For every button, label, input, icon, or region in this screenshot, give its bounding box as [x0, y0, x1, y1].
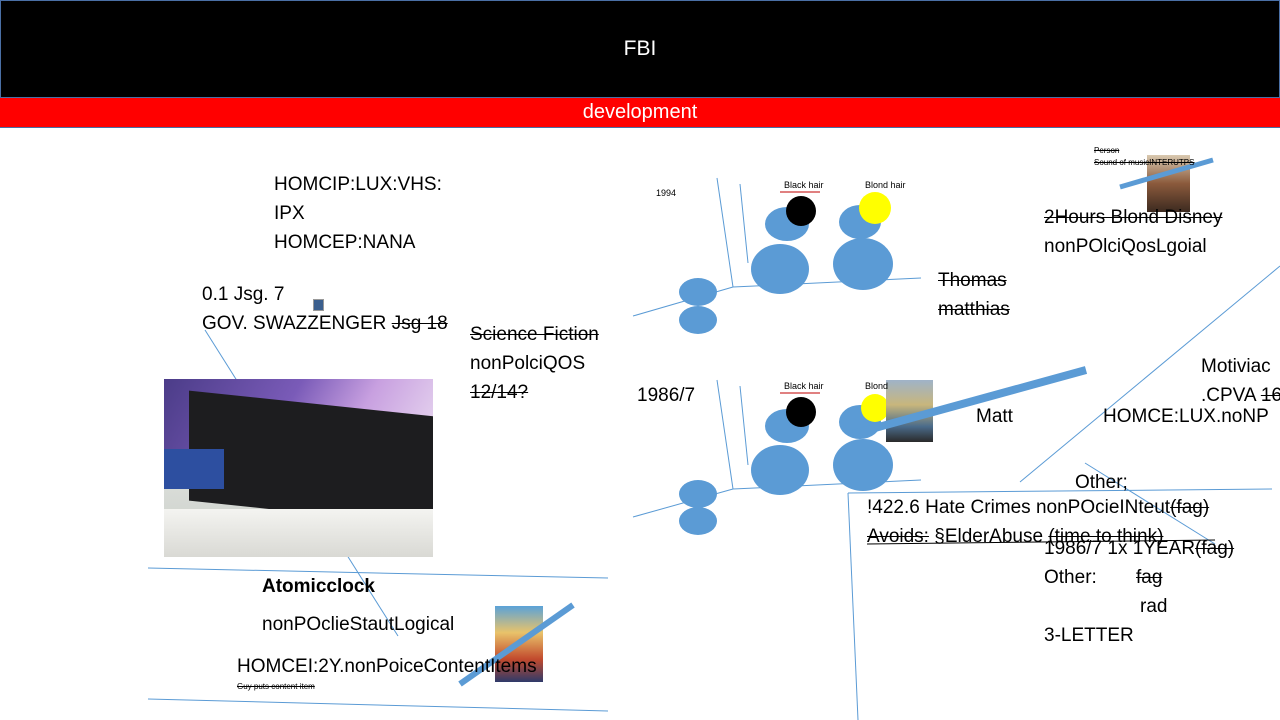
year-struck: (fag)	[1195, 538, 1235, 559]
motiva: Motiviac	[1201, 356, 1271, 377]
black-hair-label: Black hair	[784, 180, 824, 190]
year-text: 1986/7 1x 1YEAR	[1044, 538, 1196, 559]
person-label: Person	[1094, 146, 1120, 155]
code-block: HOMCIP:LUX:VHS: IPX HOMCEP:NANA	[274, 170, 442, 257]
node-circle	[679, 278, 717, 306]
hate-struck: (fag)	[1170, 497, 1210, 518]
other-1: Other;	[1075, 472, 1128, 493]
genre-rating: 12/14?	[470, 382, 529, 403]
page-subtitle: development	[582, 101, 698, 123]
strike-bar-mid	[851, 366, 1088, 438]
black-hair-dot	[786, 397, 816, 427]
atomic-sub: nonPOclieStautLogical	[262, 614, 455, 635]
genre-struck: Science Fiction	[470, 324, 599, 345]
cpva-line: .CPVA 16	[1201, 381, 1280, 410]
page-title: FBI	[623, 37, 657, 60]
atomic-title: Atomicclock	[262, 576, 375, 597]
three-letter: 3-LETTER	[1044, 625, 1134, 646]
genre-block: Science Fiction nonPolciQOS 12/14?	[470, 320, 599, 407]
node-circle	[751, 445, 809, 495]
node-circle	[679, 306, 717, 334]
node-circle	[679, 480, 717, 508]
jsg-line: 0.1 Jsg. 7	[202, 284, 285, 305]
node-circle	[833, 439, 893, 491]
genre-sub: nonPolciQOS	[470, 353, 586, 374]
blond-hair-label: Blond hair	[865, 180, 906, 190]
code-line: IPX	[274, 203, 305, 224]
subtitle-bar: development	[0, 98, 1280, 128]
hate-line: !422.6 Hate Crimes nonPOcieINteut(fag)	[867, 493, 1209, 522]
two-hours-line: 2Hours Blond Disney	[1044, 207, 1223, 228]
year-top: 1994	[656, 188, 677, 198]
elder: §ElderAbuse	[934, 526, 1044, 547]
divider-line	[147, 698, 609, 712]
rad: rad	[1140, 596, 1168, 617]
sound-of-music-label: Sound of musicINTERUTPS	[1094, 158, 1195, 167]
sound-of-music-thumb	[1147, 155, 1190, 212]
year-mid: 1986/7	[637, 385, 696, 406]
cpva-struck: 16	[1260, 385, 1280, 406]
hate-text: !422.6 Hate Crimes nonPOcieINteut	[867, 497, 1171, 518]
year-line: 1986/7 1x 1YEAR(fag)	[1044, 534, 1234, 563]
blond-hair-dot	[861, 394, 889, 422]
code-line: HOMCEP:NANA	[274, 232, 416, 253]
box-line	[847, 488, 1273, 494]
black-hair-dot	[786, 196, 816, 226]
other-2: Other:	[1044, 567, 1097, 588]
thomas: Thomas	[938, 270, 1007, 291]
strike-line	[866, 539, 1216, 545]
avoids-line: Avoids: §ElderAbuse (time to think)	[867, 522, 1163, 551]
matt: Matt	[976, 406, 1013, 427]
guy-note: Guy puts content item	[237, 682, 315, 691]
code-line: HOMCIP:LUX:VHS:	[274, 174, 442, 195]
node-circle	[751, 244, 809, 294]
avoids-struck: Avoids:	[867, 526, 929, 547]
gov-text: GOV. SWAZZENGER	[202, 313, 387, 334]
blond-hair-dot	[859, 192, 891, 224]
elder-struck: (time to think)	[1048, 526, 1164, 547]
fag-struck: fag	[1136, 567, 1163, 588]
matthias: matthias	[938, 299, 1010, 320]
connector-line	[1084, 462, 1216, 545]
goal-line: nonPOlciQosLgoial	[1044, 236, 1207, 257]
title-bar: FBI	[0, 0, 1280, 98]
homcei-line: HOMCEI:2Y.nonPoiceContentItems	[237, 656, 537, 677]
divider-line	[147, 567, 609, 579]
cpva: .CPVA	[1201, 385, 1256, 406]
node-circle	[679, 507, 717, 535]
black-hair-label: Black hair	[784, 381, 824, 391]
family-tree-top	[632, 177, 922, 334]
homce-lux: HOMCE:LUX.noNP	[1103, 406, 1269, 427]
vhs-tape-photo	[164, 379, 433, 557]
small-icon	[313, 299, 324, 311]
node-circle	[833, 238, 893, 290]
strike-bar-poster	[458, 602, 575, 687]
gov-struck: Jsg 18	[391, 313, 448, 334]
strike-bar-sound	[1119, 157, 1214, 190]
blond-hair-label: Blond	[865, 381, 889, 391]
gov-line: GOV. SWAZZENGER Jsg 18	[202, 309, 448, 338]
connector-line	[1019, 265, 1280, 483]
box-line	[847, 492, 859, 720]
